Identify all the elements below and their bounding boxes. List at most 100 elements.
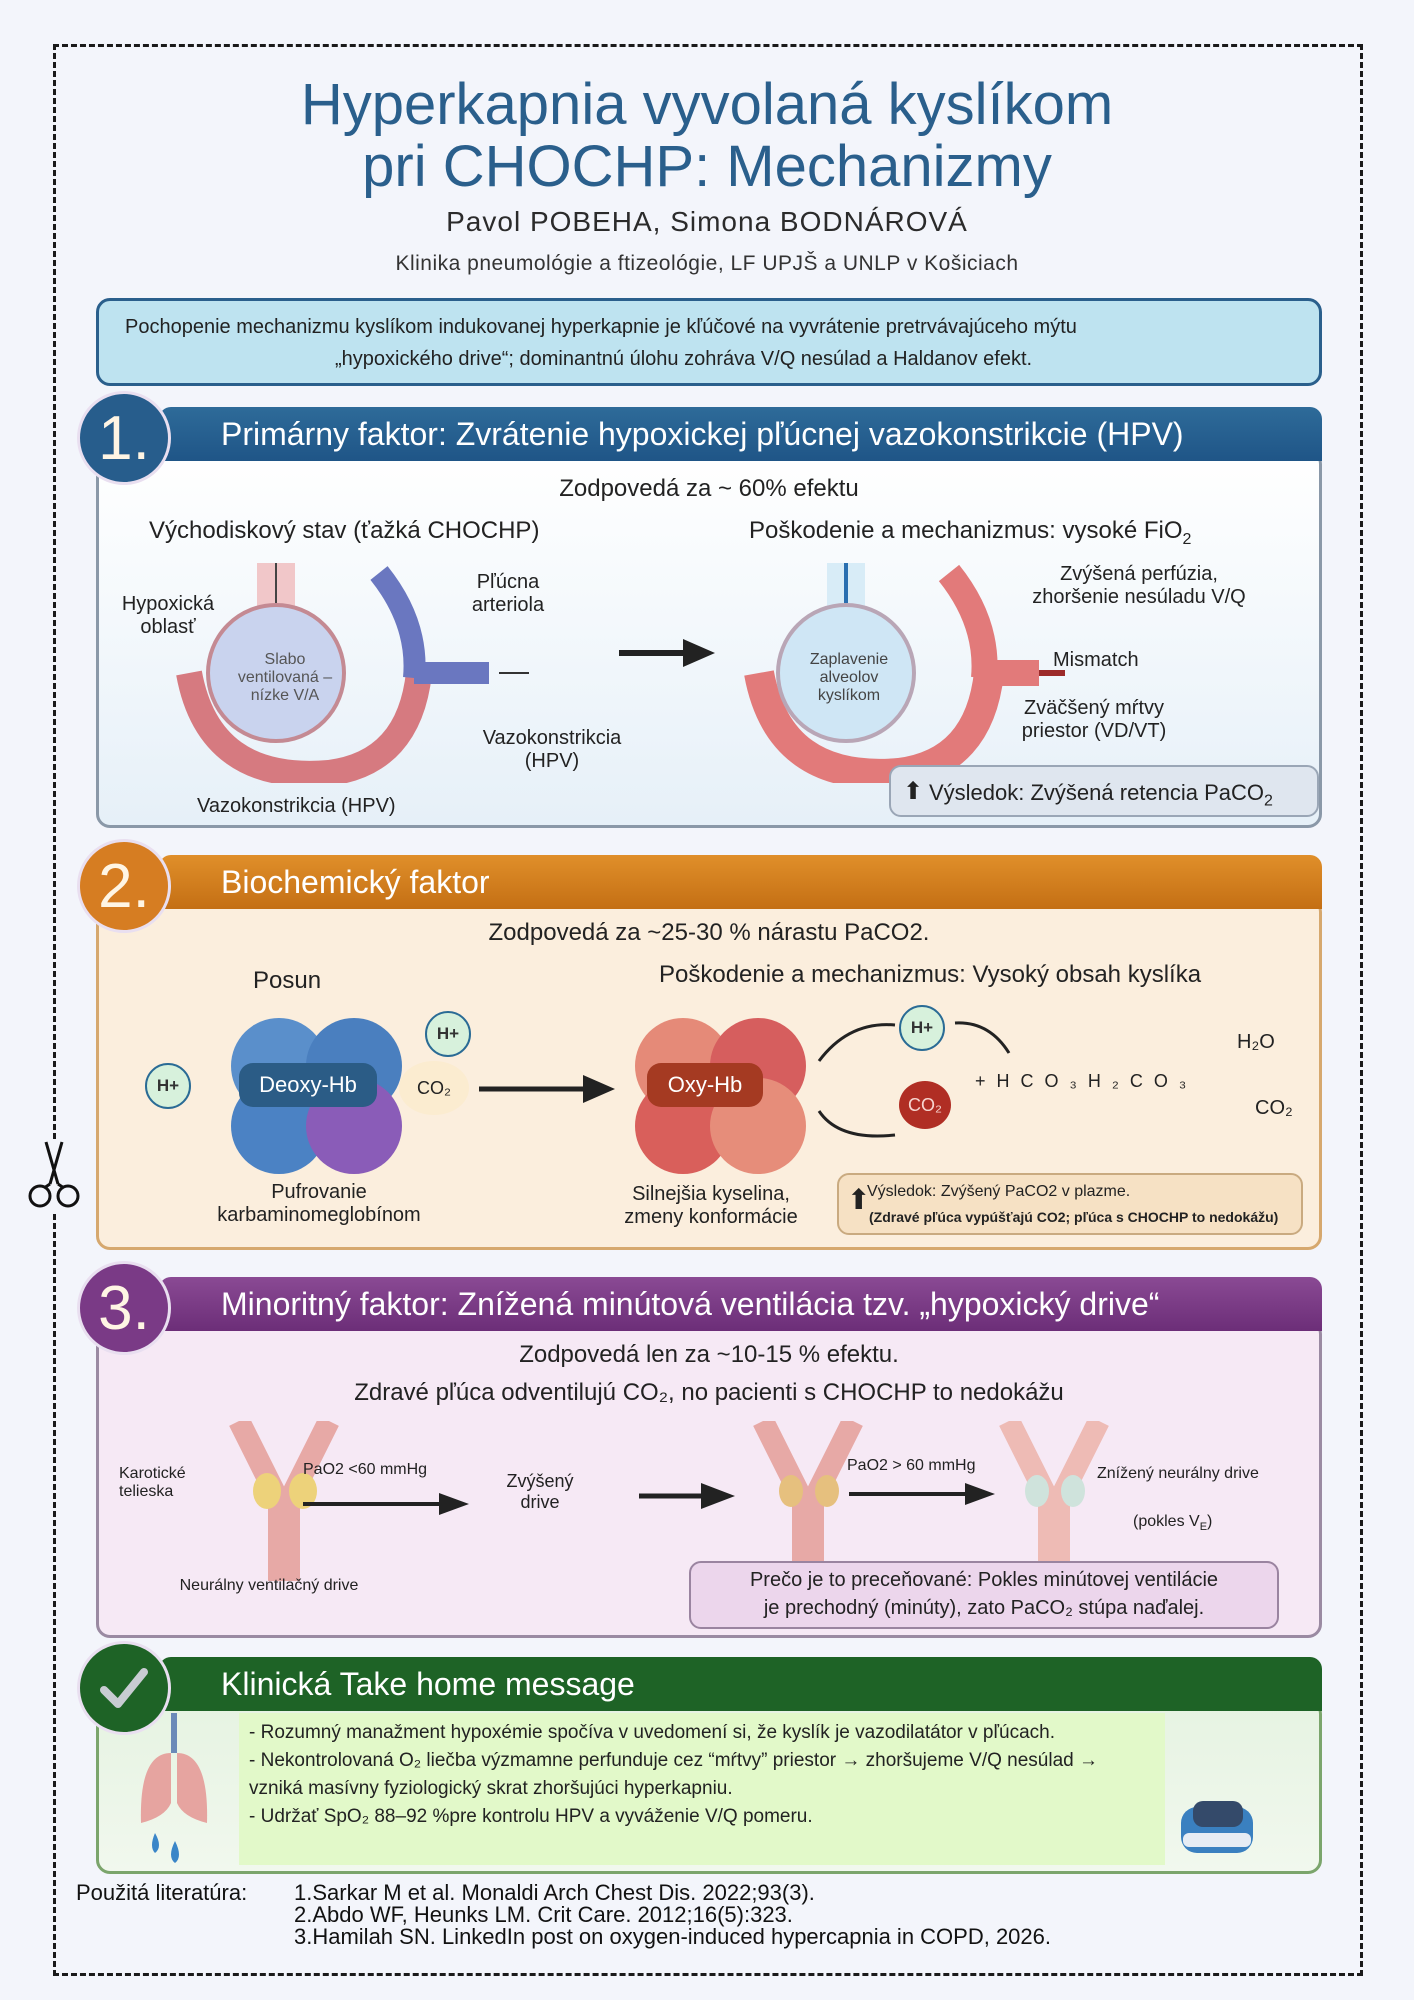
ve-drop-text: (pokles V (1133, 1513, 1200, 1530)
affiliation: Klinika pneumológie a ftizeológie, LF UP… (395, 252, 1019, 275)
bullet-3: - Udržať SpO₂ 88–92 %pre kontrolu HPV a … (249, 1806, 813, 1827)
baseline-alveolus-diagram (176, 563, 529, 783)
ve-sub: E (1199, 1521, 1208, 1534)
result-sub: 2 (1264, 792, 1273, 810)
mismatch-label: Mismatch (1053, 649, 1139, 671)
scissors-icon (24, 1140, 84, 1212)
take-home-bullets: - Rozumný manažment hypoxémie spočíva v … (239, 1713, 1165, 1865)
section-2-share: Zodpovedá za ~25-30 % nárastu PaCO2. (488, 919, 930, 946)
hypoxic-area-label: Hypoxická oblasť (121, 593, 215, 638)
section-2-result-line-2: (Zdravé pľúca vypúšťajú CO2; pľúca s CHO… (869, 1209, 1279, 1225)
acid-caption: Silnejšia kyselina, zmeny konformácie (624, 1183, 798, 1228)
neural-drive-label: Neurálny ventilačný drive (179, 1577, 359, 1594)
section-1-result: Výsledok: Zvýšená retencia PaCO2 (929, 780, 1273, 810)
hplus-released: H+ (899, 1005, 945, 1051)
section-3-header: Minoritný faktor: Znížená minútová venti… (159, 1277, 1322, 1331)
pao2-high-label: PaO2 > 60 mmHg (847, 1457, 976, 1474)
why-line-1: Prečo je to preceňované: Pokles minútove… (749, 1569, 1219, 1591)
pulse-oximeter-icon (1181, 1801, 1253, 1853)
reaction-arrows (817, 1021, 1011, 1138)
badge-number: 1. (98, 403, 150, 473)
intro-box: Pochopenie mechanizmu kyslíkom indukovan… (96, 298, 1322, 386)
why-line-2: je prechodný (minúty), zato PaCO₂ stúpa … (763, 1597, 1205, 1619)
carotid-bifurcation-hyperoxic (753, 1421, 863, 1561)
section-4-title: Klinická Take home message (221, 1666, 635, 1702)
title-line-2: pri CHOCHP: Mechanizmy (362, 134, 1052, 199)
co2-product: CO₂ (1255, 1097, 1293, 1119)
section-1-number-badge: 1. (77, 391, 171, 485)
references-list: 1.Sarkar M et al. Monaldi Arch Chest Dis… (294, 1882, 1051, 1948)
damage-heading: Poškodenie a mechanizmus: vysoké FiO2 (749, 517, 1191, 549)
arrow-icon (303, 1493, 469, 1515)
title-line-1: Hyperkapnia vyvolaná kyslíkom (300, 72, 1114, 137)
section-3-share: Zodpovedá len za ~10-15 % efektu. (519, 1341, 899, 1368)
section-4-header: Klinická Take home message (159, 1657, 1322, 1711)
transition-arrow-icon (619, 639, 715, 667)
decreased-drive-label: Znížený neurálny drive (1097, 1465, 1259, 1482)
oxy-damage-heading: Poškodenie a mechanizmus: Vysoký obsah k… (659, 961, 1202, 988)
carotid-bifurcation-active (229, 1421, 339, 1581)
checkmark-icon (100, 1668, 148, 1708)
dead-space-label: Zväčšený mŕtvy priestor (VD/VT) (1021, 697, 1167, 742)
section-1-header: Primárny faktor: Zvrátenie hypoxickej pľ… (159, 407, 1322, 461)
cut-line-border (53, 44, 1363, 1976)
badge-number: 3. (98, 1273, 150, 1343)
shift-heading: Posun (253, 967, 322, 994)
damage-heading-text: Poškodenie a mechanizmus: vysoké FiO (749, 517, 1183, 544)
section-1-result-box: ⬆ Výsledok: Zvýšená retencia PaCO2 (889, 765, 1319, 817)
co2-bound: CO₂ (399, 1061, 469, 1115)
ve-close: ) (1207, 1513, 1213, 1530)
section-2-number-badge: 2. (77, 839, 171, 933)
flooded-alveolus-label: Zaplavenie alveolov kyslíkom (809, 651, 889, 704)
references-label: Použitá literatúra: (76, 1880, 248, 1905)
section-3-why-box: Prečo je to preceňované: Pokles minútove… (689, 1561, 1279, 1629)
section-4-take-home: Klinická Take home message - Rozumný man… (77, 1641, 1322, 1874)
badge-number: 2. (98, 851, 150, 921)
intro-line-1: Pochopenie mechanizmu kyslíkom indukovan… (125, 316, 1077, 338)
perfusion-label: Zvýšená perfúzia, zhoršenie nesúladu V/Q (1032, 563, 1246, 608)
intro-line-2: „hypoxického drive“; dominantnú úlohu zo… (335, 348, 1033, 370)
checkmark-badge (77, 1641, 171, 1735)
section-2-result-line-1: Výsledok: Zvýšený PaCO2 v plazme. (867, 1183, 1131, 1200)
ve-drop-label: (pokles VE) (1133, 1513, 1212, 1533)
h2o-product: H₂O (1237, 1031, 1275, 1053)
arrow-icon (849, 1483, 995, 1505)
bicarbonate-equation: + H C O ₃ H ₂ C O ₃ (975, 1071, 1190, 1091)
section-3-title: Minoritný faktor: Znížená minútová venti… (221, 1286, 1160, 1322)
reference-item: 2.Abdo WF, Heunks LM. Crit Care. 2012;16… (294, 1902, 793, 1927)
pao2-low-label: PaO2 <60 mmHg (303, 1461, 428, 1478)
damage-heading-sub: 2 (1182, 530, 1192, 548)
arteriole-label: Pľúcna arteriola (471, 571, 545, 616)
baseline-caption: Vazokonstrikcia (HPV) (197, 795, 396, 817)
section-3-hypoxic-drive: Minoritný faktor: Znížená minútová venti… (77, 1261, 1322, 1638)
carotid-bifurcation-suppressed (999, 1421, 1109, 1561)
section-2-result-box: ⬆ Výsledok: Zvýšený PaCO2 v plazme. (Zdr… (837, 1173, 1303, 1235)
poster-title: Hyperkapnia vyvolaná kyslíkom pri CHOCHP… (0, 74, 1414, 198)
up-arrow-icon: ⬆ (903, 778, 924, 805)
co2-released: CO₂ (899, 1081, 951, 1129)
section-1-title: Primárny faktor: Zvrátenie hypoxickej pľ… (221, 416, 1184, 452)
bullet-2: - Nekontrolovaná O₂ liečba výzmamne perf… (249, 1750, 1098, 1799)
section-1-hpv: Primárny faktor: Zvrátenie hypoxickej pľ… (77, 391, 1322, 828)
up-arrow-icon: ⬆ (847, 1184, 871, 1215)
deoxy-hb-label: Deoxy-Hb (239, 1063, 377, 1107)
authors: Pavol POBEHA, Simona BODNÁROVÁ (446, 206, 968, 237)
section-2-header: Biochemický faktor (159, 855, 1322, 909)
section-2-biochemical: Biochemický faktor 2. Zodpovedá za ~25-3… (77, 839, 1322, 1250)
capillary-vessel (176, 670, 432, 783)
result-text: Výsledok: Zvýšená retencia PaCO (929, 780, 1265, 805)
section-1-share: Zodpovedá za ~ 60% efektu (559, 475, 859, 502)
lungs-icon (140, 1713, 208, 1863)
bullet-1: - Rozumný manažment hypoxémie spočíva v … (249, 1722, 1056, 1743)
baseline-heading: Východiskový stav (ťažká CHOCHP) (149, 517, 540, 544)
carotid-bodies-label: Karotické telieska (119, 1465, 186, 1500)
reference-item: 1.Sarkar M et al. Monaldi Arch Chest Dis… (294, 1880, 815, 1905)
hplus-out: H+ (145, 1063, 191, 1109)
buffering-caption: Pufrovanie karbaminomeglobínom (217, 1181, 421, 1226)
arteriole-up (370, 566, 426, 679)
reference-item: 3.Hamilah SN. LinkedIn post on oxygen-in… (294, 1924, 1052, 1949)
section-3-subline: Zdravé pľúca odventilujú CO₂, no pacient… (354, 1379, 1064, 1406)
oxy-hb-label: Oxy-Hb (647, 1063, 763, 1107)
arrow-icon (639, 1483, 735, 1509)
section-3-number-badge: 3. (77, 1261, 171, 1355)
